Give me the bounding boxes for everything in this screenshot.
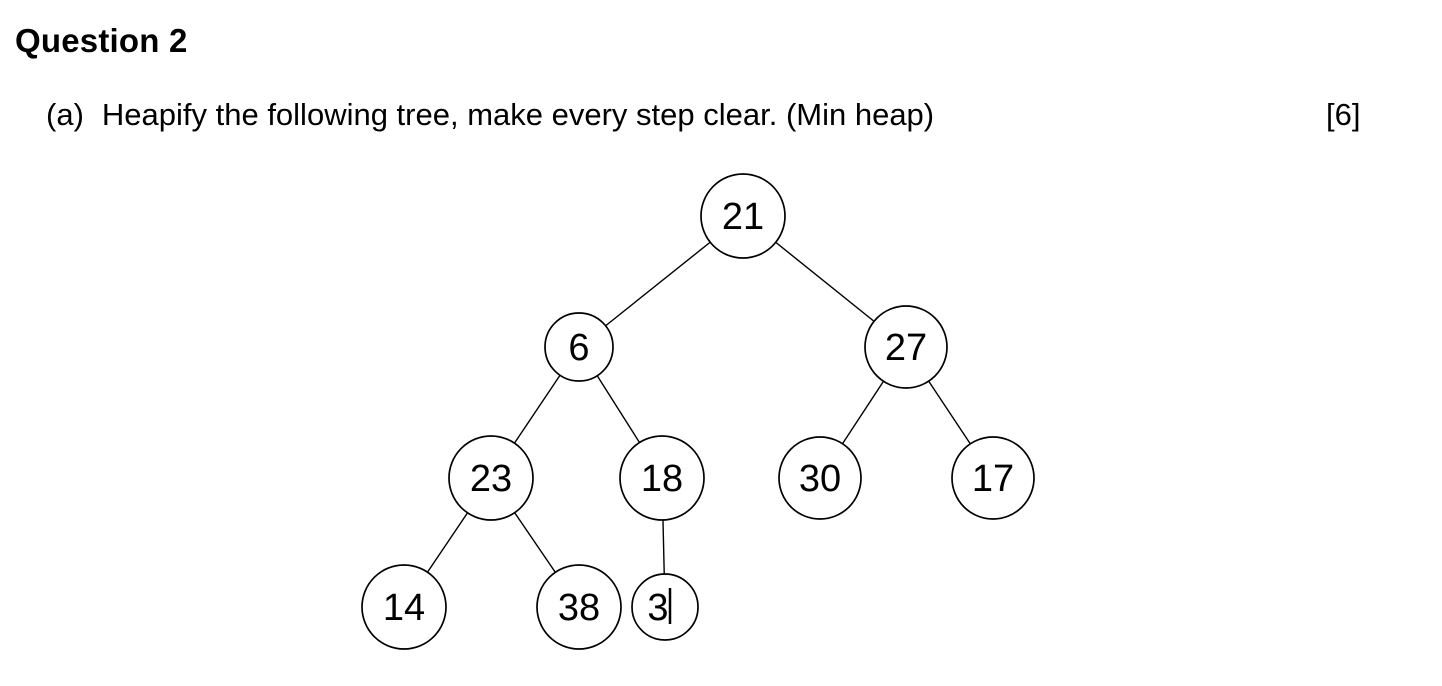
tree-node-14[interactable] (361, 564, 447, 650)
tree-node-27[interactable] (864, 305, 948, 389)
tree-node-label-3[interactable]: 3 (647, 587, 668, 629)
tree-node-6[interactable] (544, 312, 614, 382)
tree-node-30[interactable] (778, 436, 862, 520)
tree-node-label-23[interactable]: 23 (470, 458, 512, 500)
tree-node-38[interactable] (536, 564, 622, 650)
tree-node-label-21[interactable]: 21 (722, 196, 764, 238)
question-part-label: (a) (46, 97, 84, 132)
question-line: (a) Heapify the following tree, make ever… (46, 97, 934, 133)
tree-node-label-38[interactable]: 38 (558, 587, 600, 629)
tree-node-21[interactable] (700, 173, 786, 259)
tree-node-label-17[interactable]: 17 (972, 458, 1014, 500)
tree-node-18[interactable] (619, 435, 705, 521)
tree-node-17[interactable] (951, 436, 1035, 520)
question-text: Heapify the following tree, make every s… (101, 97, 935, 132)
tree-node-label-27[interactable]: 27 (885, 327, 927, 369)
tree-node-label-6[interactable]: 6 (568, 327, 589, 369)
question-heading: Question 2 (15, 22, 188, 59)
tree-node-23[interactable] (448, 435, 534, 521)
tree-node-label-14[interactable]: 14 (383, 587, 425, 629)
tree-node-label-30[interactable]: 30 (799, 458, 841, 500)
tree-node-3[interactable] (631, 573, 699, 641)
question-marks: [6] (1326, 97, 1361, 132)
tree-node-label-18[interactable]: 18 (641, 458, 683, 500)
